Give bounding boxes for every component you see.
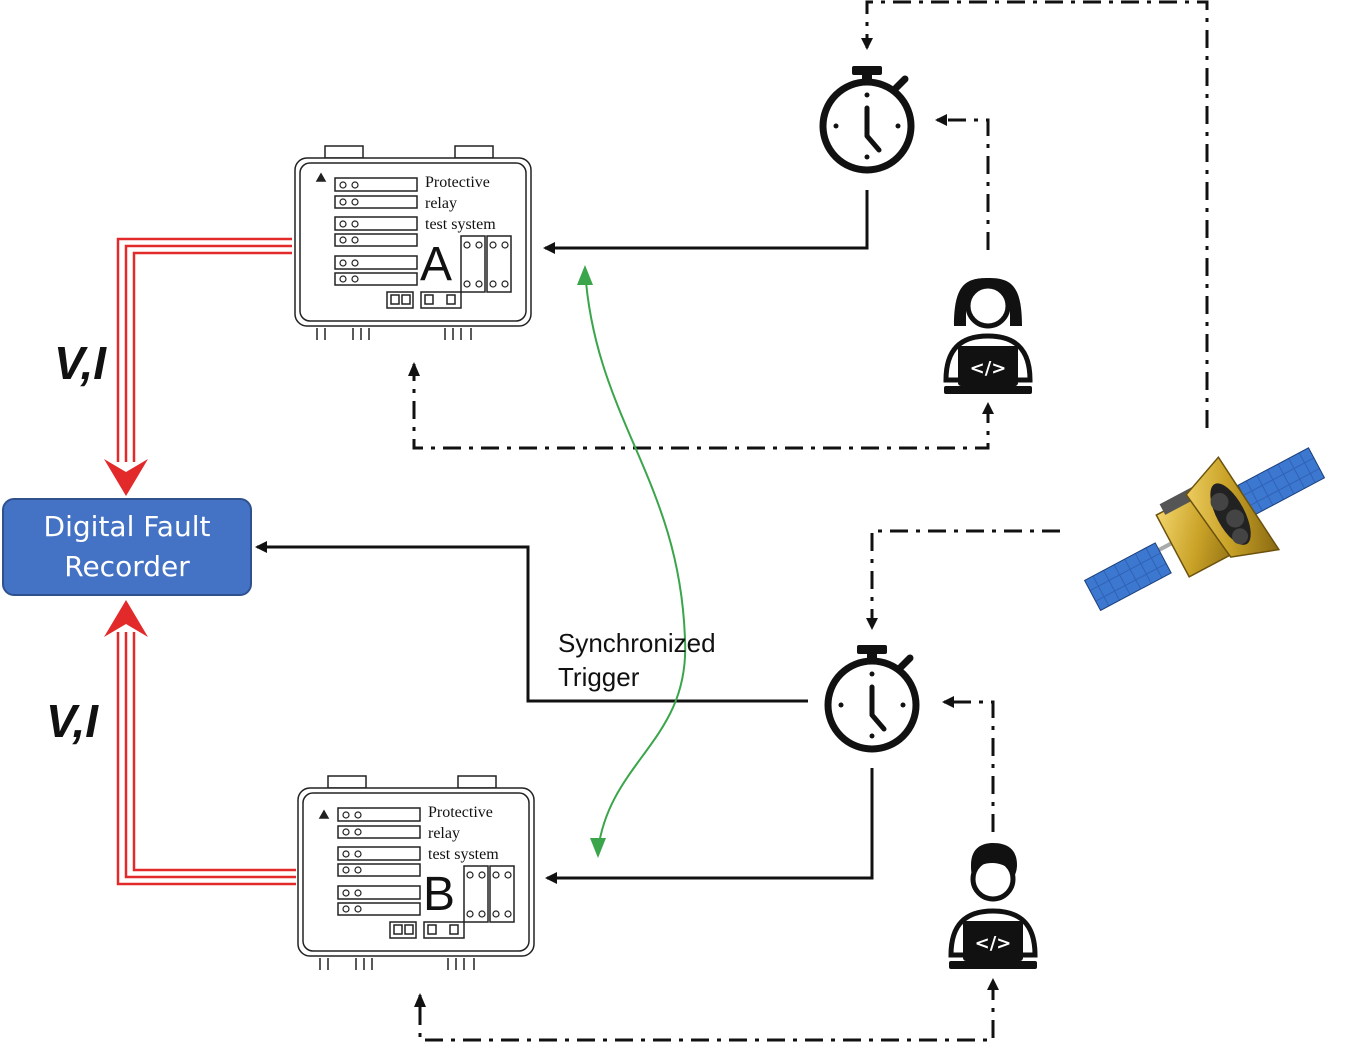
vi-wire-top [116, 237, 292, 462]
gps-link-bottom [866, 529, 1060, 630]
config-link-relay-a [412, 364, 990, 450]
arrowhead-to-relay-a [408, 362, 420, 376]
relay-b-label-line1: Protective [428, 804, 493, 821]
trigger-line-to-recorder [255, 541, 808, 703]
sync-curve [584, 269, 687, 851]
trigger-line-to-relay-a [543, 190, 869, 254]
vi-wire-bottom [116, 632, 296, 886]
relay-b-letter: B [423, 868, 455, 921]
arrowhead-to-relay-b [414, 993, 426, 1007]
satellite-icon [1083, 447, 1326, 612]
digital-fault-recorder: Digital Fault Recorder [2, 498, 252, 596]
code-glyph: </> [975, 933, 1012, 954]
operator-link-bottom [942, 696, 995, 832]
code-glyph: </> [970, 358, 1007, 379]
programmer-icon: </> [948, 843, 1038, 969]
trigger-line-to-relay-b [545, 768, 874, 884]
vi-label-top: V,I [54, 337, 107, 389]
dashdot-links [412, 0, 1209, 1042]
relay-device-b [297, 775, 535, 970]
vi-arrowhead-bottom [104, 600, 148, 637]
sync-label-line1: Synchronized [558, 628, 716, 658]
sync-arrow-top [577, 265, 593, 285]
dfr-label-line2: Recorder [64, 550, 190, 583]
stopwatch-icon [824, 645, 920, 753]
relay-b-label-line3: test system [428, 846, 499, 863]
dfr-label-line1: Digital Fault [43, 510, 211, 543]
relay-a-label-line2: relay [425, 195, 457, 212]
arrowhead-to-operator-bottom [987, 978, 999, 990]
config-link-relay-b [418, 982, 995, 1042]
arrowhead-to-operator-top [982, 402, 994, 414]
relay-b-label-line2: relay [428, 825, 460, 842]
programmer-icon: </> [943, 278, 1033, 394]
sync-arrow-bottom [590, 838, 606, 858]
relay-device-a [294, 145, 532, 340]
synchronized-trigger-label: Synchronized Trigger [558, 626, 716, 694]
vi-label-bottom: V,I [46, 695, 99, 747]
relay-a-label-line1: Protective [425, 174, 490, 191]
sync-label-line2: Trigger [558, 662, 640, 692]
stopwatch-icon [819, 66, 915, 174]
vi-arrowhead-top [104, 459, 148, 496]
relay-a-letter: A [420, 238, 452, 291]
relay-a-label-line3: test system [425, 216, 496, 233]
gps-link-top [861, 0, 1209, 428]
operator-link-top [935, 114, 990, 250]
